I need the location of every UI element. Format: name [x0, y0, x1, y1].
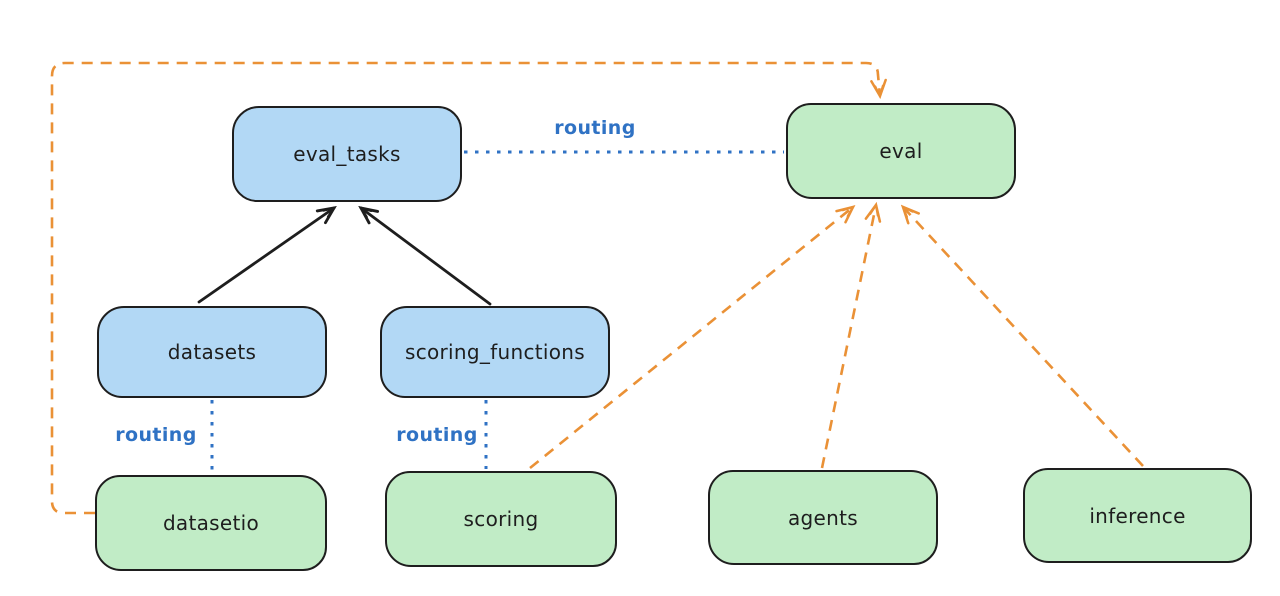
node-datasets-label: datasets [167, 340, 257, 364]
node-inference: inference [1023, 468, 1252, 563]
node-scoring-label: scoring [463, 507, 539, 531]
node-datasetio: datasetio [95, 475, 327, 571]
edge-datasetio-to-eval [50, 61, 887, 515]
routing-label-scoring-functions-scoring: routing [396, 424, 478, 446]
node-inference-label: inference [1089, 503, 1186, 528]
node-eval-tasks-label: eval_tasks [293, 142, 401, 166]
edge-agents-to-eval [820, 202, 882, 469]
edge-scoring-functions-to-eval-tasks [361, 208, 492, 306]
node-eval: eval [786, 103, 1016, 199]
edge-scoring-to-eval [529, 205, 856, 470]
node-agents: agents [708, 470, 938, 565]
edge-inference-to-eval [900, 204, 1144, 467]
node-scoring-functions-label: scoring_functions [404, 340, 586, 364]
node-agents-label: agents [788, 505, 858, 530]
edge-datasets-to-eval-tasks [197, 208, 334, 304]
routing-label-eval-tasks-eval: routing [554, 117, 636, 139]
node-datasets: datasets [97, 306, 327, 398]
node-scoring-functions: scoring_functions [380, 306, 610, 398]
node-scoring: scoring [385, 471, 617, 567]
node-datasetio-label: datasetio [162, 511, 260, 535]
node-eval-label: eval [879, 139, 923, 163]
node-eval-tasks: eval_tasks [232, 106, 462, 202]
routing-label-datasets-datasetio: routing [115, 424, 197, 446]
